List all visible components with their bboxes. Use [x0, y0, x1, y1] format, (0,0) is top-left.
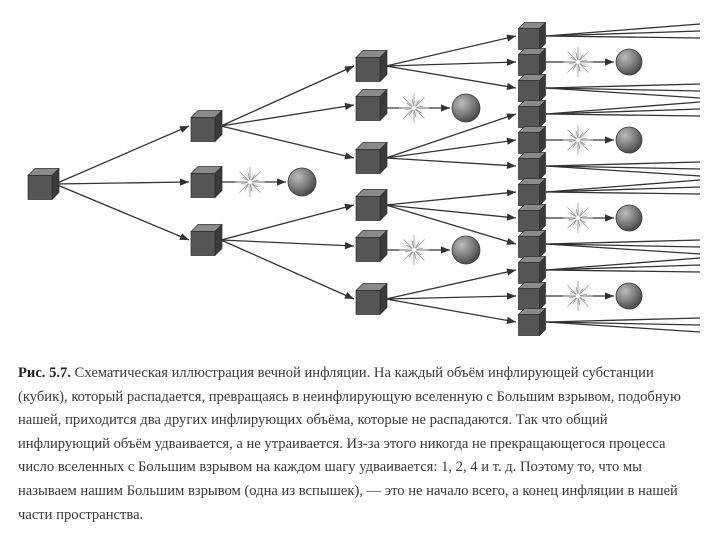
branch-arrow [545, 239, 701, 245]
inflating-volume-cube-icon [517, 47, 547, 77]
big-bang-burst-icon [563, 47, 593, 77]
branch-arrow [385, 189, 517, 206]
branch-arrow [220, 203, 355, 241]
branch-arrow [54, 125, 190, 185]
branch-arrow [385, 65, 517, 91]
inflating-volume-cube-icon [517, 73, 547, 103]
branch-arrow [545, 317, 701, 323]
branch-arrow [545, 23, 701, 37]
figure-label: Рис. 5.7. [18, 365, 71, 381]
big-bang-burst-icon [399, 93, 429, 123]
branch-arrow [385, 58, 517, 67]
inflating-volume-cube-icon [355, 49, 388, 83]
branch-arrow [220, 239, 355, 300]
branch-arrow [54, 178, 190, 186]
branch-arrow [545, 264, 701, 271]
branch-arrow [545, 30, 701, 37]
big-bang-burst-icon [399, 235, 429, 265]
universe-sphere-icon [615, 204, 643, 232]
branch-arrow [385, 113, 517, 159]
branch-arrow [54, 183, 190, 241]
inflating-volume-cube-icon [517, 255, 547, 285]
branch-arrow [220, 65, 355, 127]
branch-arrow [220, 102, 355, 127]
branch-arrow [545, 165, 701, 170]
branch-arrow [545, 243, 701, 248]
branch-arrow [385, 292, 517, 300]
inflating-volume-cube-icon [190, 223, 223, 257]
inflating-volume-cube-icon [190, 109, 223, 143]
branch-arrow [545, 321, 701, 333]
branch-arrow [545, 113, 701, 117]
inflating-volume-cube-icon [517, 99, 547, 129]
inflating-volume-cube-icon [517, 281, 547, 311]
inflating-volume-cube-icon [517, 203, 547, 233]
inflating-volume-cube-icon [517, 177, 547, 207]
inflating-volume-cube-icon [517, 307, 547, 337]
inflating-volume-cube-icon [355, 88, 388, 122]
figure-caption-text: Схематическая иллюстрация вечной инфляци… [18, 365, 681, 523]
branch-arrow [545, 269, 701, 273]
nodes-layer [27, 21, 643, 337]
branch-arrow [545, 87, 701, 92]
branch-arrow [545, 165, 701, 177]
branch-arrow [385, 34, 517, 67]
branch-arrow [220, 125, 355, 160]
branch-arrow [545, 257, 701, 271]
branch-arrow [545, 108, 701, 115]
inflating-volume-cube-icon [355, 188, 388, 222]
branch-arrow [385, 268, 517, 300]
branch-arrow [385, 204, 517, 245]
branch-arrow [220, 239, 355, 250]
inflating-volume-cube-icon [190, 165, 223, 199]
branch-arrow [545, 161, 701, 167]
inflating-volume-cube-icon [355, 141, 388, 175]
branch-arrow [385, 157, 517, 170]
inflating-volume-cube-icon [517, 125, 547, 155]
branch-arrow [545, 101, 701, 115]
universe-sphere-icon [451, 235, 481, 265]
universe-sphere-icon [287, 167, 317, 197]
inflating-volume-cube-icon [517, 229, 547, 259]
universe-sphere-icon [615, 48, 643, 76]
universe-sphere-icon [615, 126, 643, 154]
big-bang-burst-icon [563, 125, 593, 155]
big-bang-burst-icon [235, 167, 265, 197]
branch-arrow [545, 83, 701, 89]
branch-arrow [385, 137, 517, 159]
branch-arrow [545, 186, 701, 193]
branch-arrow [545, 321, 701, 326]
inflating-volume-cube-icon [517, 21, 547, 51]
branch-arrow [545, 87, 701, 99]
branch-arrow [385, 298, 517, 324]
eternal-inflation-diagram [27, 21, 701, 337]
big-bang-burst-icon [563, 281, 593, 311]
big-bang-burst-icon [563, 203, 593, 233]
inflating-volume-cube-icon [355, 229, 388, 263]
branch-arrow [545, 179, 701, 193]
branch-arrow [545, 35, 701, 39]
figure-caption: Рис. 5.7. Схематическая иллюстрация вечн… [18, 362, 690, 527]
inflating-volume-cube-icon [517, 151, 547, 181]
universe-sphere-icon [615, 282, 643, 310]
branch-arrow [545, 191, 701, 195]
branch-arrow [545, 243, 701, 255]
universe-sphere-icon [451, 93, 481, 123]
inflating-volume-cube-icon [355, 282, 388, 316]
inflating-volume-cube-icon [27, 167, 60, 201]
branch-arrow [385, 204, 517, 221]
